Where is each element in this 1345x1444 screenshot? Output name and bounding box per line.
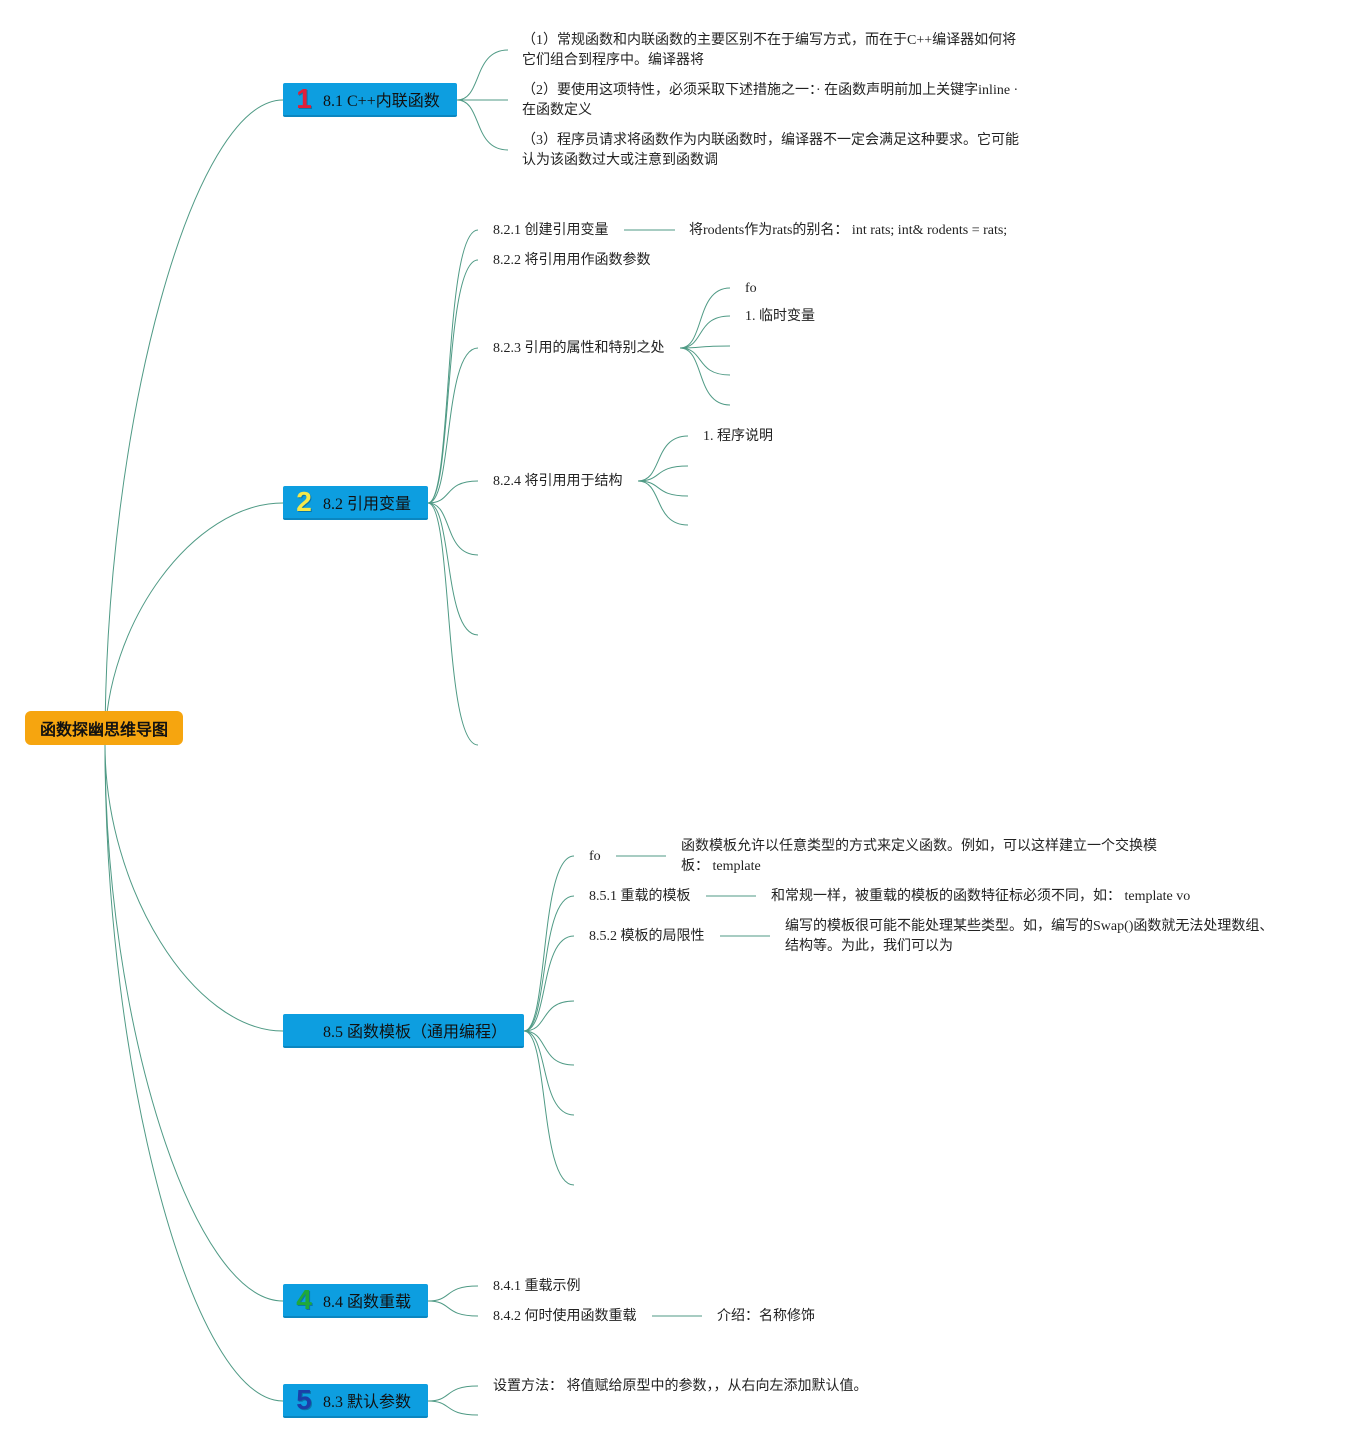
leaf-when-to-overload-detail[interactable]: 介绍：名称修饰 bbox=[717, 1309, 815, 1324]
connector-curve bbox=[456, 49, 509, 101]
connector-curve bbox=[427, 502, 479, 636]
leaf-template-fo-detail[interactable]: 函数模板允许以任意类型的方式来定义函数。例如，可以这样建立一个交换模板： tem… bbox=[681, 839, 1157, 874]
leaf-inline-2[interactable]: （2）要使用这项特性，必须采取下述措施之一：· 在函数声明前加上关键字inlin… bbox=[522, 83, 1019, 118]
connector-curve bbox=[679, 347, 731, 406]
leaf-create-reference-detail[interactable]: 将rodents作为rats的别名： int rats; int& rodent… bbox=[689, 223, 1008, 238]
connector-curve bbox=[679, 347, 731, 376]
connector-curve bbox=[679, 315, 731, 349]
connector-curve bbox=[679, 345, 731, 349]
connector-curve bbox=[637, 480, 689, 497]
connector-curve bbox=[523, 935, 575, 1032]
leaf-overloaded-templates[interactable]: 8.5.1 重载的模板 bbox=[589, 889, 691, 904]
leaf-overloaded-templates-detail[interactable]: 和常规一样，被重载的模板的函数特征标必须不同，如： template vo bbox=[771, 889, 1191, 904]
connector-curve bbox=[523, 1030, 575, 1066]
connector-curve bbox=[523, 1030, 575, 1116]
topic-label: 8.1 C++内联函数 bbox=[323, 93, 440, 110]
connector-curve bbox=[523, 1000, 575, 1032]
connector-curve bbox=[637, 480, 689, 526]
topic-label: 8.3 默认参数 bbox=[323, 1394, 412, 1411]
connector-curve bbox=[427, 1385, 479, 1402]
connector-curve bbox=[427, 1300, 479, 1317]
connector-curve bbox=[104, 744, 284, 1302]
topic-label: 8.4 函数重载 bbox=[323, 1294, 412, 1311]
connector-curve bbox=[679, 287, 731, 349]
topic-label: 8.2 引用变量 bbox=[323, 496, 412, 513]
connector-curve bbox=[104, 502, 284, 746]
leaf-template-limitations[interactable]: 8.5.2 模板的局限性 bbox=[589, 929, 705, 944]
root-node[interactable]: 函数探幽思维导图 bbox=[25, 711, 183, 745]
leaf-program-notes[interactable]: 1. 程序说明 bbox=[703, 429, 773, 444]
connector-curve bbox=[523, 1030, 575, 1186]
connector-curve bbox=[427, 502, 479, 746]
leaf-inline-1[interactable]: （1）常规函数和内联函数的主要区别不在于编写方式，而在于C++编译器如何将它们组… bbox=[522, 33, 1017, 68]
topic-number-badge: 2 bbox=[296, 486, 312, 517]
connector-curve bbox=[523, 895, 575, 1032]
connector-curve bbox=[104, 744, 284, 1032]
connector-curve bbox=[427, 480, 479, 504]
connector-curve bbox=[637, 465, 689, 482]
leaf-reference-as-param[interactable]: 8.2.2 将引用用作函数参数 bbox=[493, 253, 651, 268]
connector-curve bbox=[427, 502, 479, 556]
topic-label: 8.5 函数模板（通用编程） bbox=[323, 1024, 508, 1041]
leaf-when-to-overload[interactable]: 8.4.2 何时使用函数重载 bbox=[493, 1309, 637, 1324]
leaf-overload-example[interactable]: 8.4.1 重载示例 bbox=[493, 1279, 581, 1294]
topic-number-badge: 5 bbox=[296, 1384, 312, 1415]
topic-function-overloading[interactable]: 4 8.4 函数重载 bbox=[283, 1284, 428, 1318]
connector-curve bbox=[456, 99, 509, 151]
connector-curve bbox=[427, 347, 479, 504]
topic-number-badge: 4 bbox=[296, 1284, 312, 1315]
leaf-inline-3[interactable]: （3）程序员请求将函数作为内联函数时，编译器不一定会满足这种要求。它可能认为该函… bbox=[522, 133, 1019, 168]
root-title: 函数探幽思维导图 bbox=[39, 722, 168, 739]
connector-curve bbox=[523, 855, 575, 1032]
topic-default-arguments[interactable]: 5 8.3 默认参数 bbox=[283, 1384, 428, 1418]
connector-curve bbox=[427, 229, 479, 504]
leaf-reference-properties[interactable]: 8.2.3 引用的属性和特别之处 bbox=[493, 341, 665, 356]
leaf-temporary-variable[interactable]: 1. 临时变量 bbox=[745, 309, 815, 324]
connector-curve bbox=[637, 435, 689, 482]
topic-number-badge: 1 bbox=[296, 83, 312, 114]
connector-curve bbox=[104, 744, 284, 1402]
leaf-reference-structs[interactable]: 8.2.4 将引用用于结构 bbox=[493, 474, 623, 489]
topic-inline-functions[interactable]: 1 8.1 C++内联函数 bbox=[283, 83, 457, 117]
topic-reference-variables[interactable]: 2 8.2 引用变量 bbox=[283, 486, 428, 520]
leaf-template-limitations-detail[interactable]: 编写的模板很可能不能处理某些类型。如，编写的Swap()函数就无法处理数组、结构… bbox=[785, 919, 1274, 954]
topic-function-templates[interactable]: 8.5 函数模板（通用编程） bbox=[283, 1014, 524, 1048]
leaf-properties-fo[interactable]: fo bbox=[745, 281, 757, 296]
leaf-template-fo[interactable]: fo bbox=[589, 849, 601, 864]
connector-curve bbox=[104, 99, 284, 746]
connector-curve bbox=[427, 1400, 479, 1416]
connector-curve bbox=[427, 1285, 479, 1302]
connector-curve bbox=[427, 259, 479, 504]
leaf-create-reference[interactable]: 8.2.1 创建引用变量 bbox=[493, 223, 609, 238]
leaf-default-args-method[interactable]: 设置方法： 将值赋给原型中的参数，，从右向左添加默认值。 bbox=[493, 1379, 868, 1394]
